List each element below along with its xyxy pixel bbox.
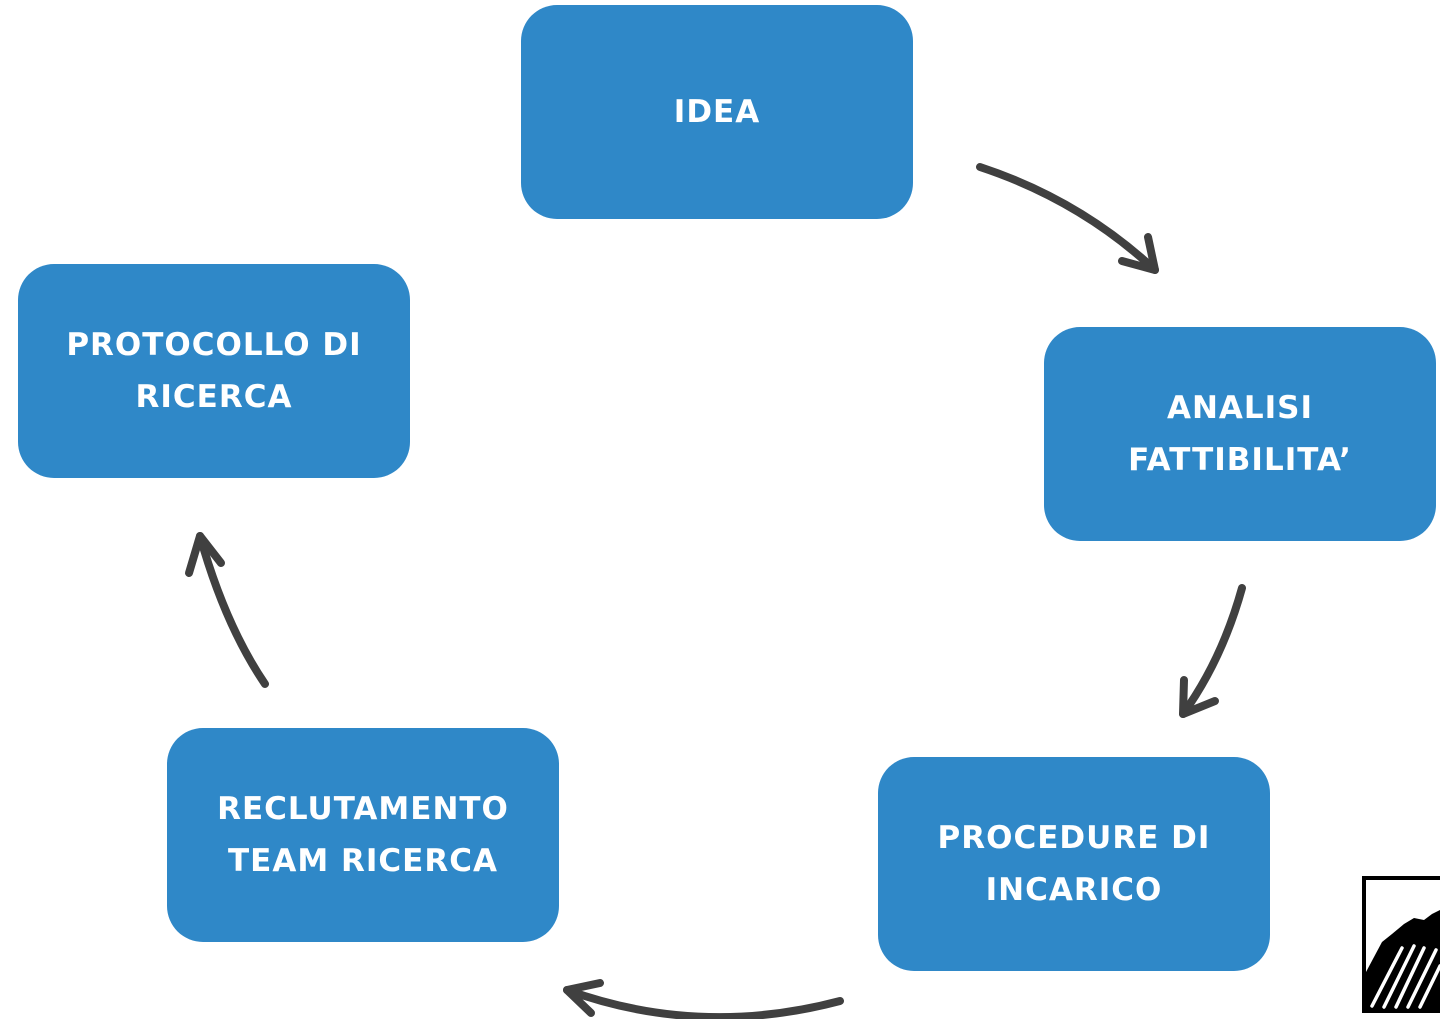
arrow-analisi-to-procedure bbox=[1179, 584, 1246, 718]
step-analisi-label: ANALISI FATTIBILITA’ bbox=[1128, 390, 1352, 478]
step-reclutamento-box: RECLUTAMENTO TEAM RICERCA bbox=[167, 728, 559, 942]
step-procedure-box: PROCEDURE DI INCARICO bbox=[878, 757, 1270, 971]
arrow-procedure-to-reclutamento bbox=[563, 979, 844, 1019]
arrow-idea-to-analisi bbox=[976, 163, 1159, 274]
step-procedure-label: PROCEDURE DI INCARICO bbox=[937, 820, 1211, 908]
arrow-reclutamento-to-protocollo bbox=[185, 532, 269, 688]
step-idea-box: IDEA bbox=[521, 5, 913, 219]
mountain-logo-icon bbox=[1362, 876, 1440, 1013]
step-protocollo-box: PROTOCOLLO DI RICERCA bbox=[18, 264, 410, 478]
step-idea-label: IDEA bbox=[673, 94, 761, 130]
step-protocollo-label: PROTOCOLLO DI RICERCA bbox=[66, 327, 362, 415]
step-analisi-box: ANALISI FATTIBILITA’ bbox=[1044, 327, 1436, 541]
step-reclutamento-label: RECLUTAMENTO TEAM RICERCA bbox=[217, 791, 509, 879]
